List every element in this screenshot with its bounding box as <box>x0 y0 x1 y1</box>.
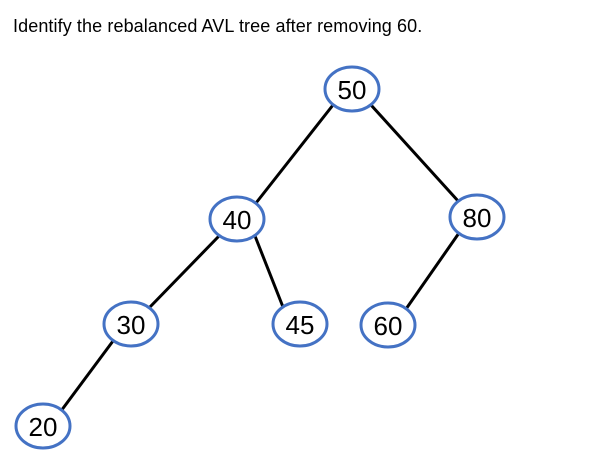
tree-edge-30-20 <box>59 340 115 412</box>
tree-edge-50-40 <box>254 104 335 204</box>
node-circle-50 <box>323 65 381 113</box>
node-label-50: 50 <box>338 75 367 105</box>
node-label-20: 20 <box>29 412 58 442</box>
tree-node-40: 40 <box>208 195 266 243</box>
node-circle-45 <box>271 300 329 348</box>
tree-node-50: 50 <box>323 65 381 113</box>
tree-node-80: 80 <box>448 193 506 241</box>
node-circle-20 <box>14 402 72 450</box>
tree-edge-40-30 <box>147 234 221 310</box>
tree-edges-group <box>59 103 461 412</box>
node-circle-80 <box>448 193 506 241</box>
tree-node-45: 45 <box>271 300 329 348</box>
node-label-30: 30 <box>117 310 146 340</box>
tree-edge-50-80 <box>369 103 461 204</box>
node-circle-30 <box>102 300 160 348</box>
tree-edge-40-45 <box>253 235 285 308</box>
node-label-80: 80 <box>463 203 492 233</box>
tree-node-60: 60 <box>359 301 417 349</box>
tree-node-20: 20 <box>14 402 72 450</box>
node-circle-40 <box>208 195 266 243</box>
tree-edge-80-60 <box>404 232 461 310</box>
question-prompt: Identify the rebalanced AVL tree after r… <box>13 16 423 36</box>
node-label-40: 40 <box>223 205 252 235</box>
node-label-60: 60 <box>374 311 403 341</box>
tree-nodes-group: 50 40 80 30 45 60 20 <box>14 65 506 450</box>
tree-node-30: 30 <box>102 300 160 348</box>
node-label-45: 45 <box>286 310 315 340</box>
node-circle-60 <box>359 301 417 349</box>
